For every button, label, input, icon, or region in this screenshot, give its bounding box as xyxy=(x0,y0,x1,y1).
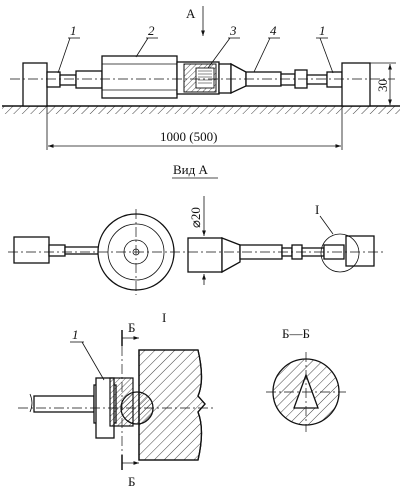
va-sleeve xyxy=(187,237,223,273)
ground-hatch xyxy=(2,106,400,114)
main-view: А 1 2 3 4 1 30 1000 (500) xyxy=(2,6,400,150)
callout-2: 2 xyxy=(148,23,155,38)
detail-i-marker: I xyxy=(315,202,319,217)
left-grip-neck xyxy=(59,74,77,86)
detail-callout-1: 1 xyxy=(72,327,79,342)
section-mark-top: Б xyxy=(128,320,135,335)
section-title: Б—Б xyxy=(282,326,310,341)
va-left-block xyxy=(13,236,50,264)
detail-i-marker-circle xyxy=(320,233,360,273)
right-stem xyxy=(306,74,328,85)
detail-i: I Б Б 1 xyxy=(18,310,215,489)
length-dimension: 1000 (500) xyxy=(160,129,217,144)
callout-1-left: 1 xyxy=(70,23,77,38)
section-bb: Б—Б xyxy=(266,326,346,432)
detail-rod xyxy=(33,395,95,413)
view-a: Вид А ⌀20 I xyxy=(8,162,385,295)
diameter-dimension: ⌀20 xyxy=(188,207,203,228)
view-arrow-a-label: А xyxy=(186,6,196,21)
left-connector xyxy=(75,70,103,89)
right-support xyxy=(341,62,371,107)
va-right-block xyxy=(345,235,375,267)
part-2-dynamometer xyxy=(101,55,178,99)
callout-3: 3 xyxy=(229,23,237,38)
section-mark-bottom: Б xyxy=(128,474,135,489)
detail-title: I xyxy=(162,310,166,325)
left-grip xyxy=(46,71,61,88)
height-dimension: 30 xyxy=(375,79,390,92)
part-4-taper xyxy=(230,62,247,95)
callout-1-right: 1 xyxy=(319,23,326,38)
left-support xyxy=(22,62,48,107)
part-4-rod-head xyxy=(218,63,232,94)
callout-4: 4 xyxy=(270,23,277,38)
right-connector xyxy=(280,73,296,86)
right-grip xyxy=(326,71,343,88)
view-a-title: Вид А xyxy=(173,162,208,177)
